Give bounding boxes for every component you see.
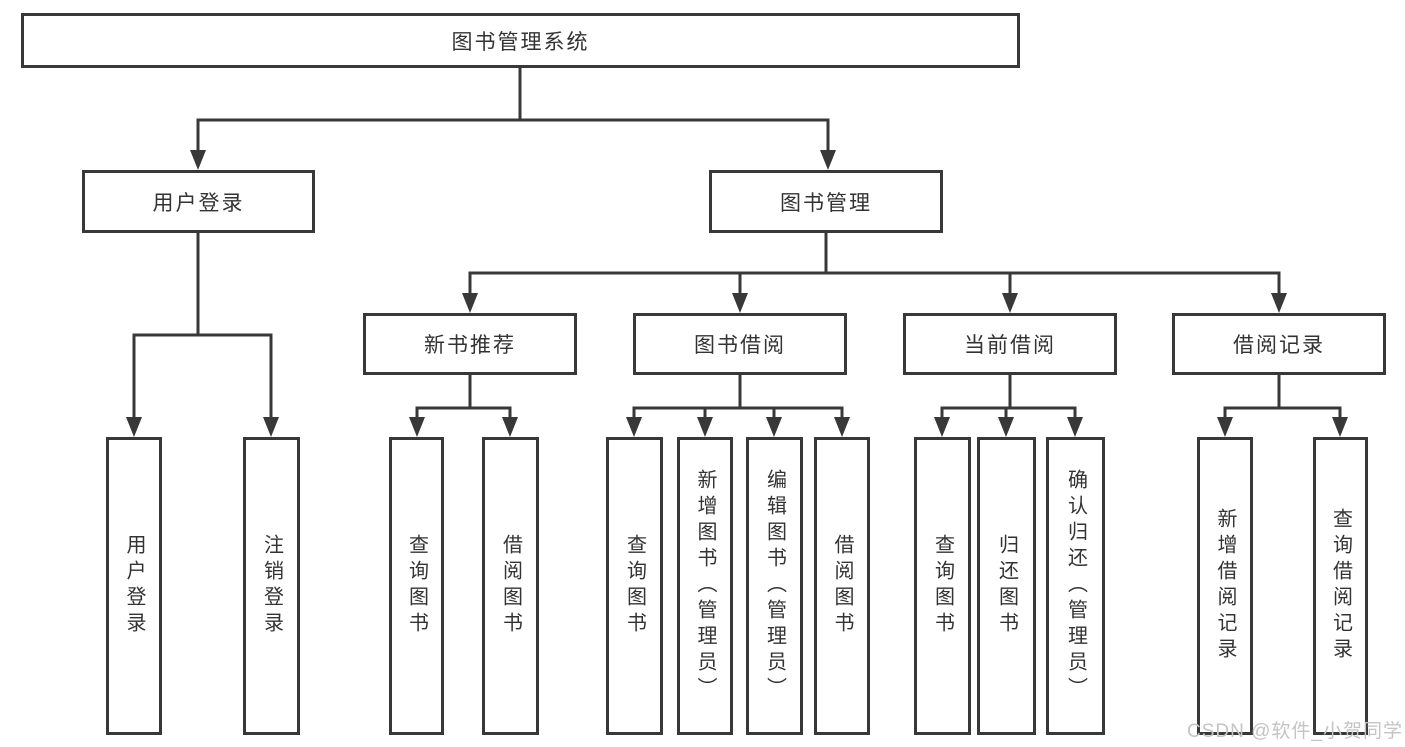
node-label: 确认归还（管理员）: [1064, 469, 1087, 703]
node-label: 查询借阅记录: [1329, 508, 1352, 664]
node-label: 编辑图书（管理员）: [763, 469, 786, 703]
node-label: 查询图书: [931, 534, 954, 638]
node-borrowing-records: 借阅记录: [1172, 313, 1386, 375]
node-label: 当前借阅: [964, 334, 1056, 357]
node-label: 借阅图书: [499, 534, 522, 638]
node-label: 注销登录: [260, 534, 283, 638]
node-label: 借阅记录: [1233, 334, 1325, 357]
node-label: 查询图书: [623, 534, 646, 638]
node-label: 图书借阅: [694, 334, 786, 357]
node-user-login: 用户登录: [82, 170, 315, 233]
node-label: 新增图书（管理员）: [694, 469, 716, 703]
edge-borrowing-records-to-leaves: [1217, 375, 1348, 437]
leaf-add-borrow-record: 新增借阅记录: [1197, 437, 1253, 735]
csdn-watermark: CSDN @软件_小贺同学: [1187, 721, 1403, 742]
node-label: 用户登录: [152, 191, 245, 215]
leaf-add-books-admin: 新增图书（管理员）: [677, 437, 733, 735]
edge-book-borrowing-to-leaves: [626, 375, 850, 437]
edge-book-management-to-level3: [462, 233, 1287, 313]
node-label: 新增借阅记录: [1214, 508, 1236, 664]
node-label: 图书管理: [780, 191, 872, 215]
leaf-query-borrow-record: 查询借阅记录: [1313, 437, 1368, 735]
leaf-borrow-books-recommend: 借阅图书: [482, 437, 539, 735]
leaf-borrow-books-borrowing: 借阅图书: [814, 437, 870, 735]
edge-root-to-level2: [190, 68, 836, 170]
edge-current-borrowing-to-leaves: [934, 375, 1083, 437]
leaf-return-books: 归还图书: [977, 437, 1036, 735]
leaf-user-login: 用户登录: [106, 437, 162, 735]
leaf-query-books-current: 查询图书: [914, 437, 971, 735]
node-label: 用户登录: [123, 534, 145, 638]
node-book-borrowing: 图书借阅: [633, 313, 847, 375]
node-library-management-system: 图书管理系统: [21, 13, 1020, 68]
edge-user-login-to-leaves: [126, 233, 279, 437]
node-new-book-recommendation: 新书推荐: [363, 313, 577, 375]
node-label: 新书推荐: [424, 334, 516, 357]
leaf-edit-books-admin: 编辑图书（管理员）: [746, 437, 803, 735]
node-book-management: 图书管理: [709, 170, 943, 233]
node-label: 查询图书: [405, 534, 428, 638]
node-label: 借阅图书: [831, 534, 853, 638]
edge-new-book-recommendation-to-leaves: [409, 375, 518, 437]
node-current-borrowing: 当前借阅: [903, 313, 1117, 375]
leaf-logout: 注销登录: [243, 437, 300, 735]
leaf-confirm-return-admin: 确认归还（管理员）: [1046, 437, 1105, 735]
leaf-query-books-borrowing: 查询图书: [606, 437, 663, 735]
leaf-query-books-recommend: 查询图书: [389, 437, 444, 735]
node-label: 归还图书: [995, 534, 1018, 638]
node-label: 图书管理系统: [451, 30, 590, 54]
